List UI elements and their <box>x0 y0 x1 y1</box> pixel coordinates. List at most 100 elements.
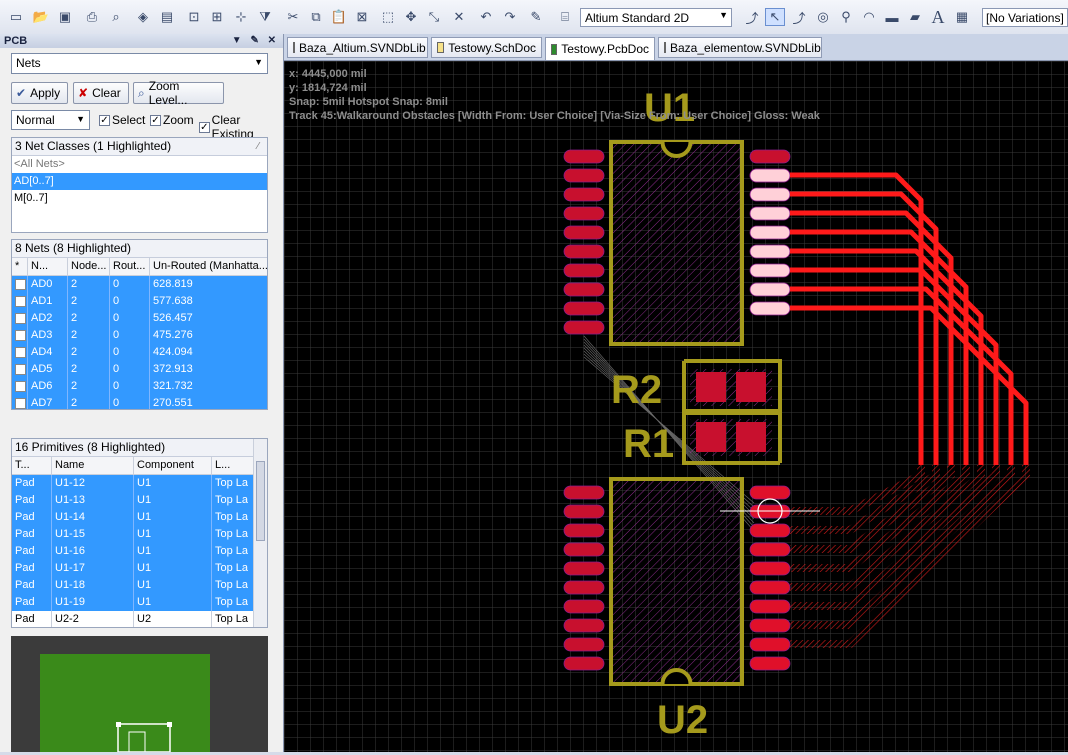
zoom-fit-icon[interactable]: ⊡ <box>188 9 200 24</box>
print-icon[interactable]: ⎙ <box>86 9 98 24</box>
place-string-icon[interactable]: A <box>931 6 945 27</box>
net-visibility-checkbox[interactable] <box>15 296 26 307</box>
net-class-item[interactable]: M[0..7] <box>12 190 267 207</box>
new-document-icon[interactable]: ▭ <box>9 9 23 24</box>
paste-icon[interactable]: 📋 <box>330 9 348 24</box>
select-checkbox[interactable]: ✓ Select <box>99 113 145 127</box>
place-pad-icon[interactable]: ◎ <box>817 9 829 24</box>
place-via-icon[interactable]: ⚲ <box>841 9 851 24</box>
cut-icon[interactable]: ✂ <box>287 9 299 24</box>
rubber-stamp-icon[interactable]: ⊠ <box>356 9 368 24</box>
net-routed: 0 <box>109 395 149 409</box>
diff-pair-routing-icon[interactable]: ⤴ <box>792 10 806 26</box>
scrollbar-thumb[interactable] <box>256 461 265 541</box>
u2-pad-left <box>563 637 605 652</box>
interactive-routing-icon[interactable]: ↖ <box>765 8 785 26</box>
zoom-selected-icon[interactable]: ⊹ <box>235 9 247 24</box>
net-visibility-checkbox[interactable] <box>15 364 26 375</box>
layers-icon[interactable]: ◈ <box>138 9 148 24</box>
net-visibility-checkbox[interactable] <box>15 398 26 409</box>
tab-testowy-schdoc[interactable]: Testowy.SchDoc <box>431 37 542 58</box>
col-nodes[interactable]: Node... <box>67 258 109 275</box>
col-net-name[interactable]: N... <box>27 258 67 275</box>
col-component[interactable]: Component <box>133 457 211 474</box>
col-name[interactable]: Name <box>51 457 133 474</box>
col-type[interactable]: T... <box>15 459 30 471</box>
save-icon[interactable]: ▣ <box>58 9 72 24</box>
binoculars-icon[interactable]: ⌸ <box>561 9 569 24</box>
net-visibility-checkbox[interactable] <box>15 381 26 392</box>
net-visibility-checkbox[interactable] <box>15 279 26 290</box>
zoom-level-button[interactable]: ⌕ Zoom Level... <box>133 79 224 107</box>
component-icon[interactable]: ▦ <box>955 9 969 24</box>
deselect-icon[interactable]: ⤡ <box>428 9 440 24</box>
col-routed[interactable]: Rout... <box>109 258 149 275</box>
u2-pad-right <box>749 523 791 538</box>
net-class-item[interactable]: AD[0..7] <box>12 173 267 190</box>
tab-baza-altium[interactable]: Baza_Altium.SVNDbLib <box>287 37 428 58</box>
tab-testowy-pcbdoc[interactable]: Testowy.PcbDoc <box>545 37 655 60</box>
route-interactive-icon[interactable]: ⤴ <box>745 10 759 26</box>
place-fill-icon[interactable]: ▬ <box>885 9 899 25</box>
move-icon[interactable]: ✥ <box>405 9 417 24</box>
mask-mode-combo[interactable]: Normal ▼ <box>11 110 90 130</box>
board-preview[interactable] <box>11 636 268 753</box>
view-config-value: Altium Standard 2D <box>585 11 690 25</box>
col-star[interactable]: * <box>15 260 20 272</box>
clear-selection-icon[interactable]: ✕ <box>453 9 465 24</box>
place-arc-icon[interactable]: ◠ <box>863 9 875 24</box>
clear-button[interactable]: ✘ Clear <box>73 82 129 104</box>
view-config-combo[interactable]: Altium Standard 2D ▼ <box>580 8 732 27</box>
primitive-name: U1-12 <box>51 475 133 492</box>
panel-header-icons[interactable]: ▼ ✎ ✕ <box>231 35 279 46</box>
u2-pad-right <box>749 599 791 614</box>
tab-baza-elementow[interactable]: Baza_elementow.SVNDbLib <box>658 37 822 58</box>
net-visibility-checkbox[interactable] <box>15 330 26 341</box>
net-class-name: <All Nets> <box>14 158 65 170</box>
board-insight-icon[interactable]: ▤ <box>160 9 174 24</box>
net-visibility-checkbox[interactable] <box>15 347 26 358</box>
cross-probe-icon[interactable]: ✎ <box>530 9 542 24</box>
net-class-item[interactable]: <All Nets> <box>12 156 267 173</box>
polygon-pour-icon[interactable]: ▰ <box>910 9 920 24</box>
select-area-icon[interactable]: ⬚ <box>381 9 395 24</box>
col-layer[interactable]: L... <box>211 457 255 474</box>
variations-value: [No Variations] <box>986 11 1064 25</box>
panel-mode-combo[interactable]: Nets ▼ <box>11 53 268 74</box>
undo-icon[interactable]: ↶ <box>480 9 492 24</box>
open-folder-icon[interactable]: 📂 <box>32 9 50 24</box>
pin-icon[interactable]: ⁄ <box>257 141 259 152</box>
primitives-scrollbar[interactable] <box>253 439 267 627</box>
filter-icon[interactable]: ⧩ <box>259 9 271 24</box>
print-preview-icon[interactable]: ⌕ <box>112 9 120 24</box>
net-visibility-checkbox[interactable] <box>15 313 26 324</box>
zoom-checkbox[interactable]: ✓ Zoom <box>150 113 194 127</box>
net-name: AD2 <box>27 310 67 327</box>
net-unrouted-length: 526.457 <box>149 310 267 327</box>
apply-button[interactable]: ✔ Apply <box>11 82 68 104</box>
copy-icon[interactable]: ⧉ <box>311 9 321 24</box>
zoom-area-icon[interactable]: ⊞ <box>211 9 223 24</box>
variations-combo[interactable]: [No Variations] <box>982 8 1068 27</box>
redo-icon[interactable]: ↷ <box>504 9 516 24</box>
col-unrouted[interactable]: Un-Routed (Manhatta... <box>149 258 267 275</box>
